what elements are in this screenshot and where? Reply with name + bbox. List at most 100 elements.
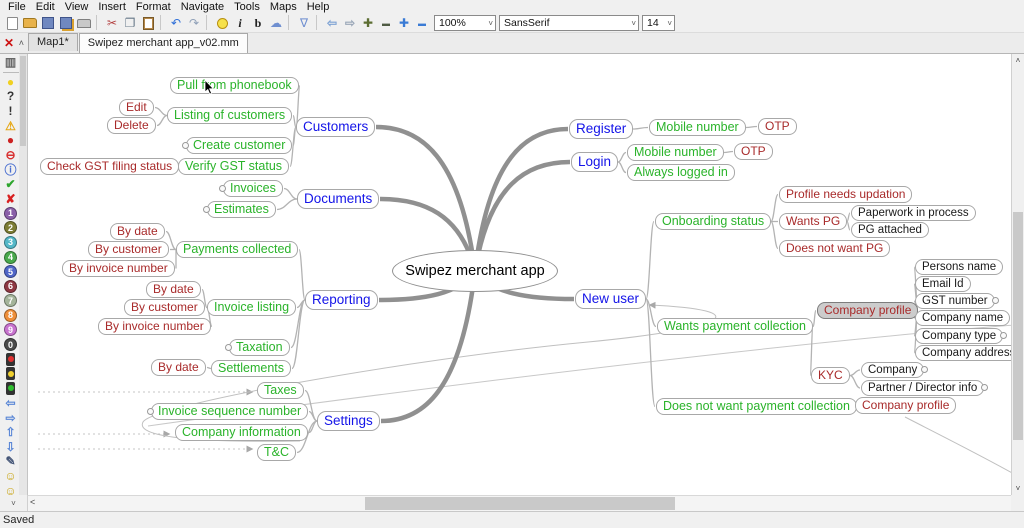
menu-file[interactable]: File — [8, 1, 26, 13]
question-icon[interactable]: ? — [6, 89, 15, 104]
cut-icon[interactable]: ✂ — [106, 16, 118, 30]
node-does-not-want-pg[interactable]: Does not want PG — [779, 240, 891, 257]
bulb-icon[interactable] — [213, 15, 231, 32]
node-onboarding-status[interactable]: Onboarding status — [655, 213, 772, 230]
font-family-select[interactable]: SansSerif˅ — [499, 15, 639, 31]
node-profile-needs-updation[interactable]: Profile needs updation — [779, 186, 913, 203]
undo-icon[interactable]: ↶ — [170, 16, 182, 30]
node-settlements[interactable]: Settlements — [211, 360, 292, 377]
cancel-icon[interactable]: ✘ — [5, 191, 16, 206]
filter-icon[interactable]: ∇ — [299, 16, 309, 30]
node-company-type[interactable]: Company type — [915, 328, 1008, 344]
zoom-select[interactable]: 100%˅ — [434, 15, 496, 31]
node-create-customer[interactable]: Create customer — [182, 137, 293, 154]
copy-icon[interactable]: ❐ — [124, 16, 136, 30]
node-by-invoice-number-2[interactable]: By invoice number — [98, 318, 211, 335]
bubble-icon[interactable]: ☁ — [270, 16, 282, 30]
node-taxation[interactable]: Taxation — [225, 339, 290, 356]
smiley-icon-2[interactable]: ☺ — [4, 483, 17, 495]
close-icon[interactable]: ✕ — [4, 36, 15, 50]
node-edit[interactable]: Edit — [119, 99, 154, 116]
fold-handle[interactable] — [981, 384, 989, 391]
menu-help[interactable]: Help — [306, 1, 330, 13]
node-tandc[interactable]: T&C — [257, 444, 296, 461]
trafficlight-red[interactable] — [1, 352, 20, 367]
arrow-up[interactable]: ⇧ — [5, 425, 16, 440]
node-company-name[interactable]: Company name — [915, 310, 1011, 326]
arrow-left[interactable]: ⇦ — [5, 395, 16, 410]
node-payments-collected[interactable]: Payments collected — [176, 241, 299, 258]
fold-handle[interactable] — [219, 184, 226, 192]
horizontal-scroll-thumb[interactable] — [365, 497, 675, 510]
node-by-date-2[interactable]: By date — [146, 281, 201, 298]
node-by-customer-1[interactable]: By customer — [88, 241, 169, 258]
forward-icon[interactable]: ⇨ — [344, 16, 356, 30]
menu-insert[interactable]: Insert — [98, 1, 126, 13]
arrow-down[interactable]: ⇩ — [5, 439, 16, 454]
node-reporting[interactable]: Reporting — [305, 290, 378, 310]
node-listing-of-customers[interactable]: Listing of customers — [167, 107, 293, 124]
save-as-icon[interactable] — [57, 15, 75, 32]
number-1[interactable]: 1 — [1, 206, 20, 221]
node-otp-1[interactable]: OTP — [758, 118, 797, 135]
number-4[interactable]: 4 — [1, 250, 20, 265]
trafficlight-yellow[interactable] — [1, 366, 20, 381]
node-does-not-want-payment-collection[interactable]: Does not want payment collection — [656, 398, 857, 415]
forbidden-icon[interactable]: ⊖ — [5, 147, 16, 162]
node-paperwork-in-process[interactable]: Paperwork in process — [851, 205, 976, 221]
menu-format[interactable]: Format — [135, 1, 171, 13]
number-7[interactable]: 7 — [1, 294, 20, 309]
node-gst-number[interactable]: GST number — [915, 293, 999, 309]
menu-tools[interactable]: Tools — [234, 1, 260, 13]
node-partner-director-info[interactable]: Partner / Director info — [861, 380, 989, 396]
number-8[interactable]: 8 — [1, 308, 20, 323]
scroll-down-icon[interactable]: ˅ — [1015, 484, 1021, 493]
node-company-profile-selected[interactable]: Company profile — [817, 302, 919, 319]
node-check-gst-filing-status[interactable]: Check GST filing status — [40, 158, 180, 175]
icon-toolbar-scroll-down[interactable]: ˅ — [0, 495, 28, 511]
collapse-icon[interactable]: ▬ — [418, 18, 426, 28]
node-by-date-1[interactable]: By date — [110, 223, 165, 240]
node-mobile-number-1[interactable]: Mobile number — [649, 119, 746, 136]
node-invoice-sequence-number[interactable]: Invoice sequence number — [147, 403, 309, 420]
menu-maps[interactable]: Maps — [269, 1, 297, 13]
node-otp-2[interactable]: OTP — [734, 143, 773, 160]
collapse-toolbar-icon[interactable]: ˄ — [18, 38, 24, 48]
fold-handle[interactable] — [182, 141, 189, 149]
font-size-select[interactable]: 14˅ — [642, 15, 675, 31]
tab-0[interactable]: Map1* — [28, 33, 78, 51]
bulb-icon[interactable]: ● — [6, 74, 15, 89]
node-delete[interactable]: Delete — [107, 117, 156, 134]
fold-handle[interactable] — [1000, 332, 1008, 339]
vertical-scrollbar[interactable]: ˄ ˅ — [1011, 54, 1024, 495]
number-9[interactable]: 9 — [1, 323, 20, 338]
fold-handle[interactable] — [225, 343, 232, 351]
exclamation-icon[interactable]: ! — [8, 104, 13, 119]
warning-icon[interactable]: ⚠ — [5, 118, 16, 133]
fold-handle[interactable] — [203, 205, 210, 213]
fold-handle[interactable] — [921, 366, 929, 373]
ok-icon[interactable]: ✔ — [5, 177, 16, 192]
node-always-logged-in[interactable]: Always logged in — [627, 164, 735, 181]
node-taxes[interactable]: Taxes — [257, 382, 304, 399]
node-customers[interactable]: Customers — [296, 117, 376, 137]
stop-icon[interactable]: ● — [6, 133, 15, 148]
scroll-up-icon[interactable]: ˄ — [1015, 56, 1021, 65]
bold-icon[interactable]: b — [254, 15, 262, 30]
new-icon[interactable] — [3, 15, 21, 32]
number-3[interactable]: 3 — [1, 235, 20, 250]
horizontal-scrollbar[interactable]: < — [28, 495, 1011, 511]
node-company-profile-2[interactable]: Company profile — [855, 397, 957, 414]
tab-1[interactable]: Swipez merchant app_v02.mm — [78, 33, 248, 53]
node-settings[interactable]: Settings — [317, 411, 380, 431]
node-email-id[interactable]: Email Id — [915, 276, 971, 292]
italic-icon[interactable]: i — [238, 15, 242, 30]
smiley-icon[interactable]: ☺ — [4, 468, 17, 483]
vertical-scroll-thumb[interactable] — [1013, 212, 1023, 440]
node-documents[interactable]: Documents — [297, 189, 380, 209]
node-persons-name[interactable]: Persons name — [915, 259, 1004, 275]
node-kyc[interactable]: KYC — [811, 367, 850, 384]
menu-view[interactable]: View — [64, 1, 89, 13]
pencil-icon[interactable]: ✎ — [5, 454, 16, 469]
